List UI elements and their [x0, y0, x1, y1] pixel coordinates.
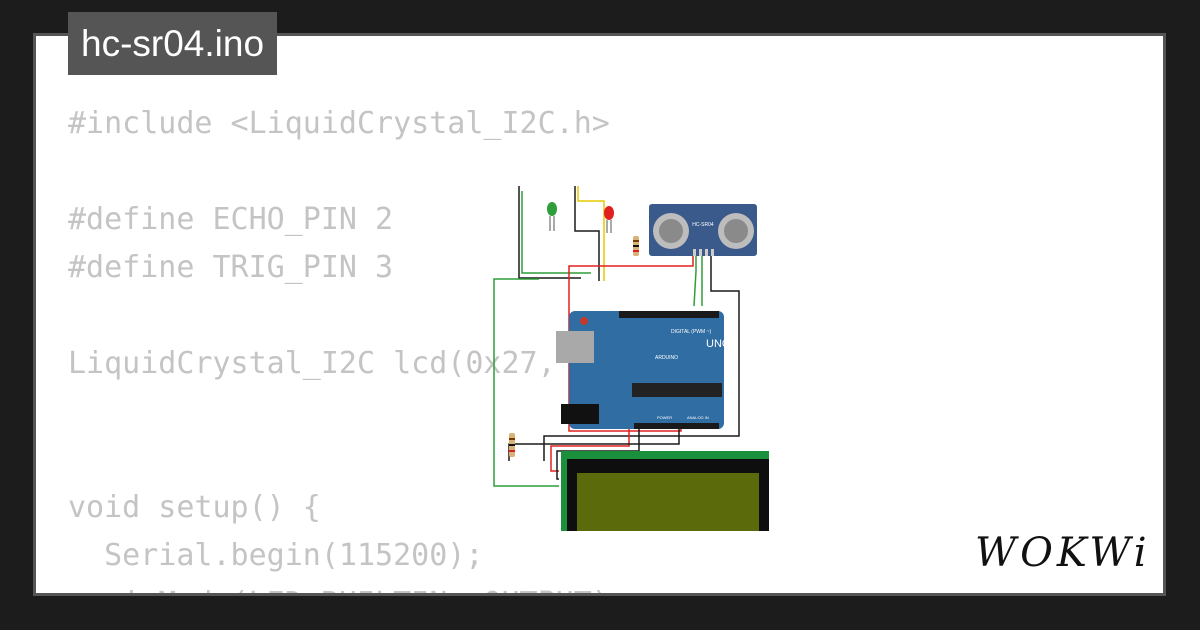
- arduino-uno-board: DIGITAL (PWM ~) UNO ARDUINO POWER ANALOG…: [556, 311, 731, 429]
- svg-text:DIGITAL (PWM ~): DIGITAL (PWM ~): [671, 329, 711, 335]
- code-line: #define ECHO_PIN 2: [68, 202, 394, 237]
- code-line: Serial.begin(115200);: [68, 538, 484, 573]
- code-line: #include <LiquidCrystal_I2C.h>: [68, 106, 610, 141]
- svg-text:ARDUINO: ARDUINO: [655, 355, 678, 361]
- code-line: void setup() {: [68, 490, 321, 525]
- circuit-diagram: HC-SR04 DIGITAL (PWM ~) UNO ARDUINO POWE…: [493, 186, 769, 531]
- code-preview: #include <LiquidCrystal_I2C.h> #define EC…: [68, 100, 628, 593]
- svg-text:HC-SR04: HC-SR04: [692, 222, 714, 228]
- resistor-icon: [633, 236, 639, 256]
- file-title: hc-sr04.ino: [68, 12, 278, 75]
- code-line: pinMode(LED_BUILTIN, OUTPUT);: [68, 580, 628, 593]
- red-led-icon: [604, 206, 614, 233]
- ultrasonic-sensor: HC-SR04: [649, 204, 757, 256]
- wokwi-logo[interactable]: WOKWi: [975, 530, 1151, 576]
- green-led-icon: [547, 202, 557, 231]
- svg-text:ANALOG IN: ANALOG IN: [687, 415, 709, 420]
- resistor-icon: [509, 433, 515, 457]
- preview-card: #include <LiquidCrystal_I2C.h> #define EC…: [33, 33, 1166, 596]
- svg-text:POWER: POWER: [657, 415, 672, 420]
- lcd-display: [561, 451, 769, 531]
- svg-text:UNO: UNO: [706, 338, 731, 350]
- code-line: #define TRIG_PIN 3: [68, 250, 394, 285]
